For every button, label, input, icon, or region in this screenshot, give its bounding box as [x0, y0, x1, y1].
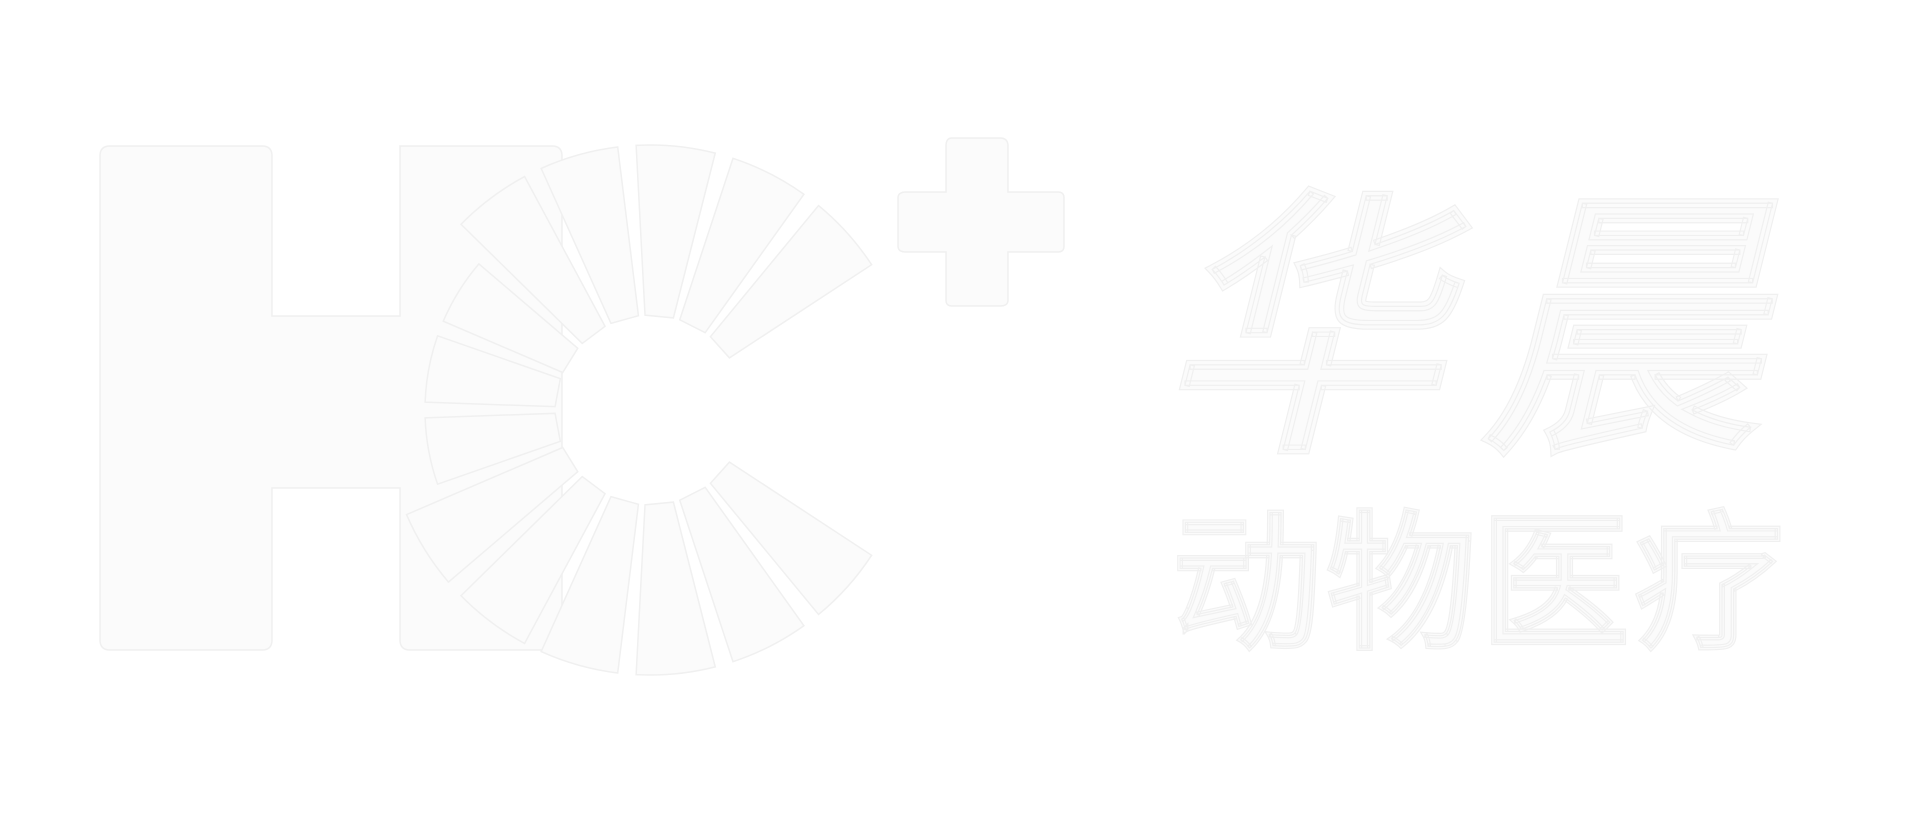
sunburst-ray	[709, 204, 873, 359]
brand-name: 华晨	[1159, 164, 1800, 494]
sunburst-ray	[459, 175, 607, 345]
sunburst-ray	[709, 461, 873, 616]
tagline: 动物医疗	[1171, 497, 1788, 672]
sunburst-rays	[405, 144, 873, 676]
sunburst-ray	[678, 486, 805, 663]
sunburst-ray	[424, 334, 562, 408]
sunburst-ray	[635, 144, 717, 319]
sunburst-ray	[442, 262, 579, 374]
sunburst-ray	[540, 146, 640, 325]
sunburst-ray	[540, 495, 640, 674]
wordmark: 华晨 动物医疗	[1140, 160, 1820, 680]
sunburst-ray	[424, 412, 562, 486]
sunburst-ray	[459, 475, 607, 645]
sunburst-ray	[405, 446, 579, 584]
sunburst-ray	[678, 157, 805, 334]
logo-mark	[99, 137, 1065, 676]
sunburst-ray	[635, 501, 717, 676]
medical-cross-shape	[897, 137, 1065, 307]
